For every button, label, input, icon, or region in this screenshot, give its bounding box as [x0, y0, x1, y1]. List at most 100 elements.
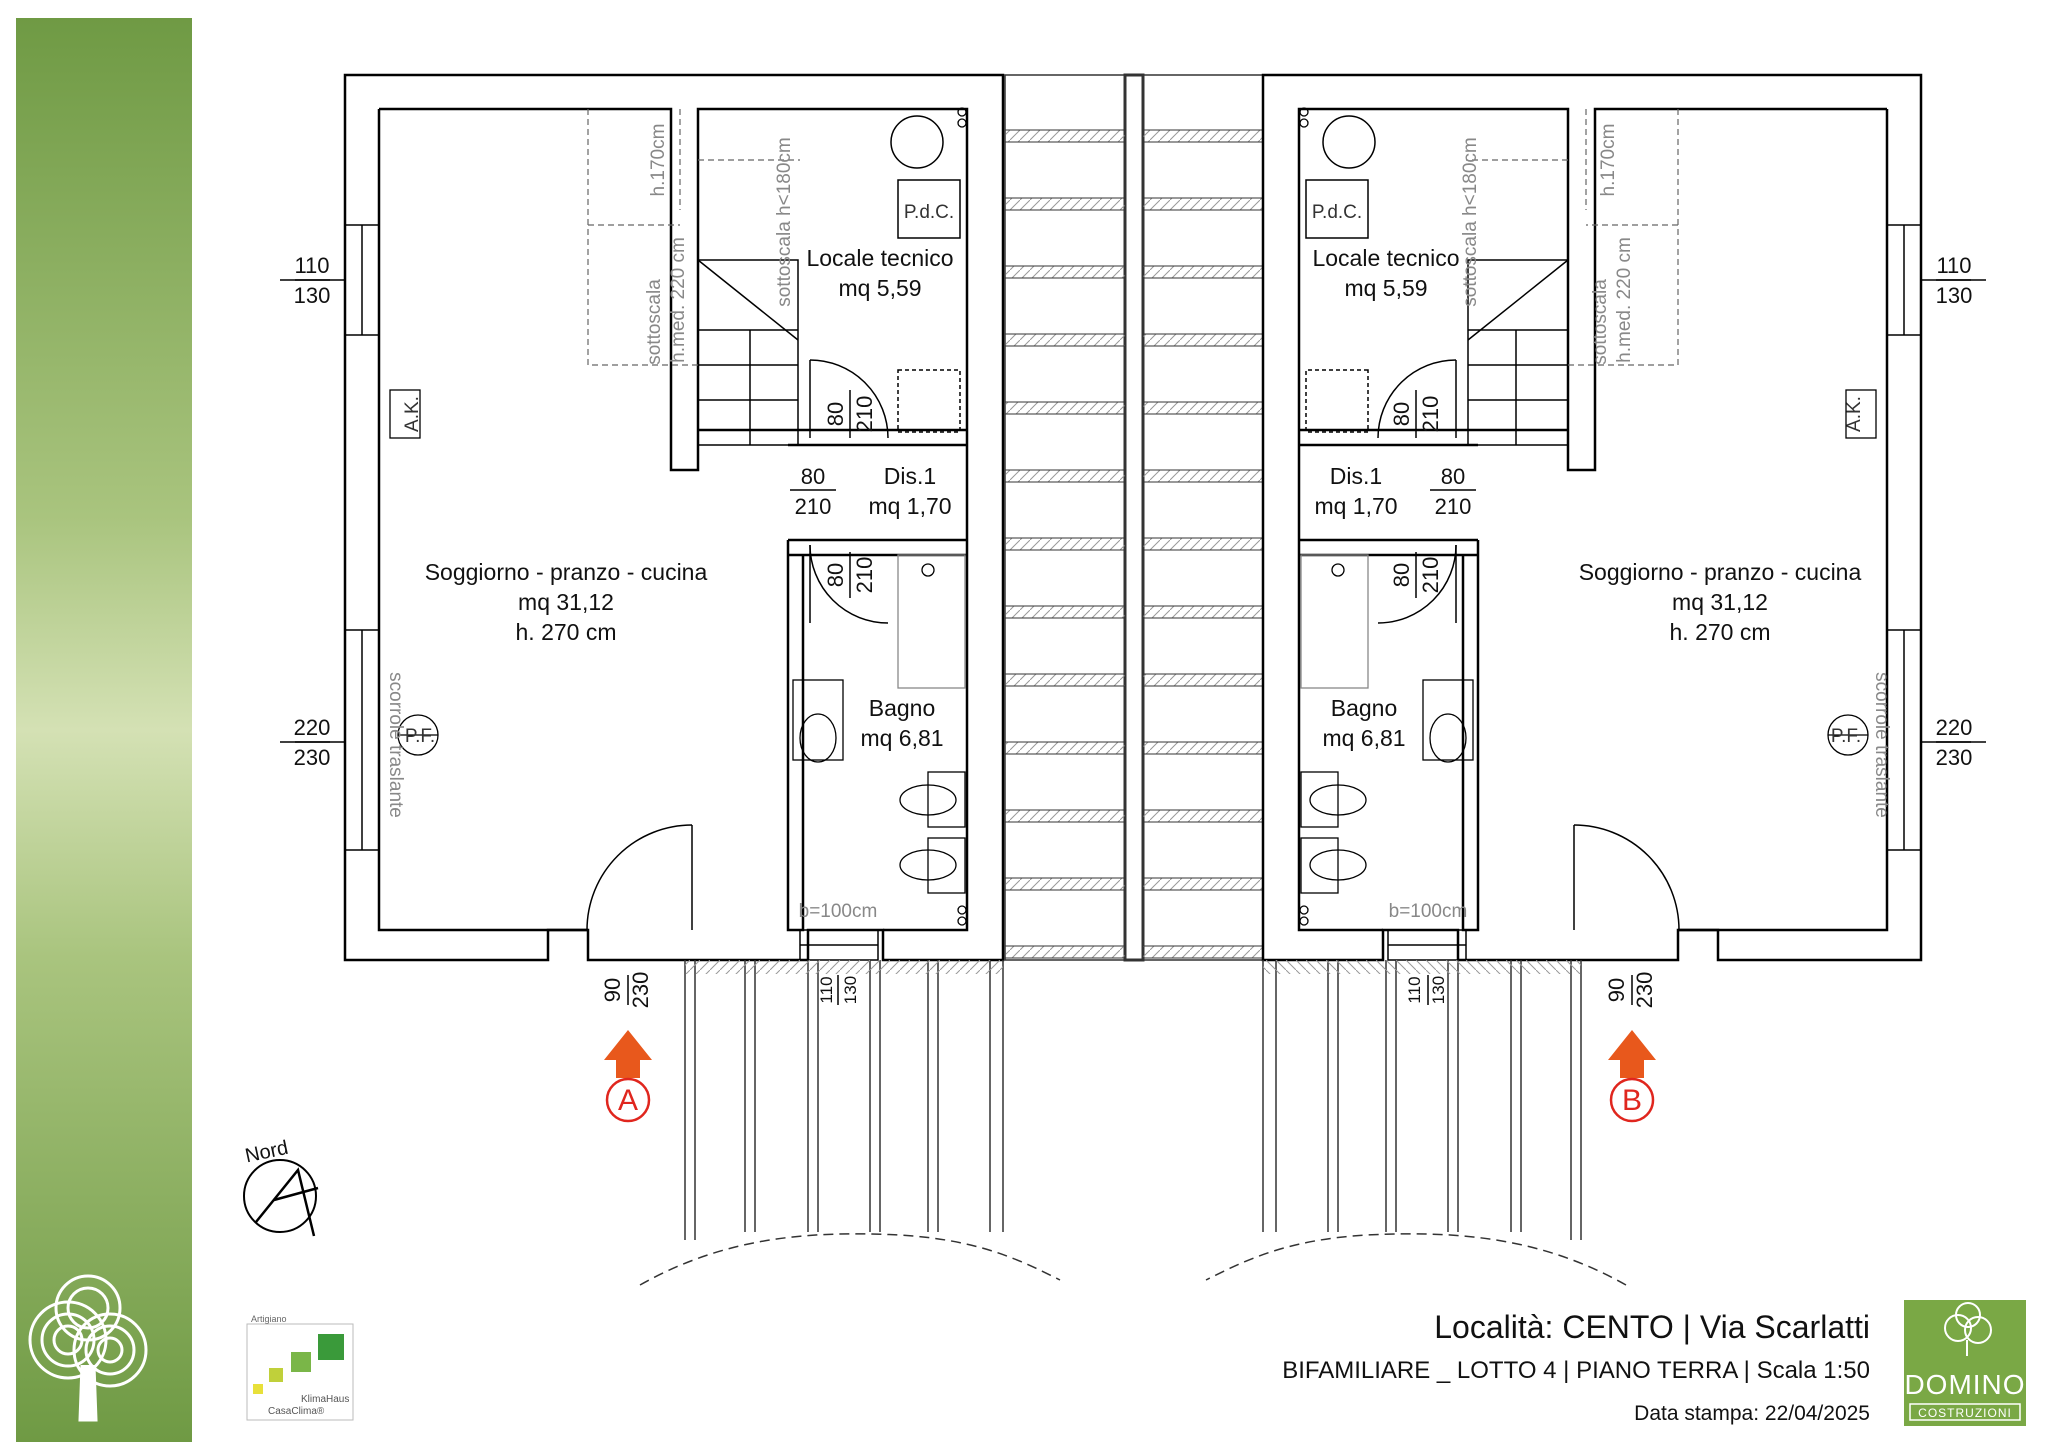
- pergola-slat: [1142, 333, 1264, 347]
- sottoscala-180-label: sottoscala h<180cm: [774, 137, 795, 307]
- bath-window-h: 130: [841, 976, 860, 1004]
- entrance-b: B: [1608, 1030, 1656, 1123]
- bath-window-h: 130: [1429, 976, 1448, 1004]
- room-area-dis: mq 1,70: [868, 493, 951, 519]
- pergola-slat: [1142, 741, 1264, 755]
- room-area-bagno: mq 6,81: [1322, 725, 1405, 751]
- domino-tree-icon: [1944, 1302, 1992, 1356]
- north-label: Nord: [243, 1137, 290, 1168]
- entry-h: 230: [1632, 972, 1657, 1009]
- pergola-slat: [1004, 129, 1126, 143]
- pergola-slat: [1004, 469, 1126, 483]
- entrance-a: A: [604, 1030, 652, 1123]
- pergola-slat: [1004, 537, 1126, 551]
- pergola-slat: [1142, 469, 1264, 483]
- bath-window-w: 110: [1405, 976, 1424, 1003]
- pergola-slat: [1004, 673, 1126, 687]
- sottoscala-height-label: h.med. 220 cm: [1614, 237, 1635, 363]
- pergola-slats: [1004, 129, 1264, 959]
- compass-icon: [243, 1159, 317, 1233]
- tree-logo-icon: [28, 1274, 148, 1422]
- window-top-h: 130: [294, 283, 331, 308]
- unit-left: [280, 73, 1061, 1286]
- pergola-slat: [1004, 401, 1126, 415]
- window-bottom-w: 220: [294, 715, 331, 740]
- klimahaus-logo: Artigiano KlimaHaus CasaClima®: [246, 1314, 354, 1421]
- pergola-slat: [1004, 265, 1126, 279]
- entry-w: 90: [600, 978, 625, 1002]
- room-name-soggiorno: Soggiorno - pranzo - cucina: [1579, 559, 1862, 585]
- tech-door-h: 210: [852, 396, 877, 433]
- room-name-locale-tecnico: Locale tecnico: [806, 245, 953, 271]
- tech-door-w: 80: [1389, 402, 1414, 426]
- marker-circle-icon: [605, 1077, 651, 1123]
- pdc-label: P.d.C.: [1312, 202, 1362, 223]
- pergola-slat: [1142, 537, 1264, 551]
- room-name-soggiorno: Soggiorno - pranzo - cucina: [425, 559, 708, 585]
- marker-circle-icon: [1609, 1077, 1655, 1123]
- dimension-lines: [295, 279, 1971, 1005]
- room-area-soggiorno: mq 31,12: [1672, 589, 1768, 615]
- pergola-slat: [1004, 877, 1126, 891]
- ak-label: A.K.: [402, 396, 423, 432]
- room-name-bagno: Bagno: [869, 695, 936, 721]
- pergola-slat: [1004, 945, 1126, 959]
- labels-left: Locale tecnico mq 5,59 Dis.1 mq 1,70 Sog…: [294, 124, 955, 1009]
- domino-label: DOMINO: [1904, 1369, 2025, 1400]
- room-area-soggiorno: mq 31,12: [518, 589, 614, 615]
- room-name-dis: Dis.1: [884, 463, 936, 489]
- pergola-slat: [1142, 605, 1264, 619]
- entrance-letter: A: [618, 1084, 638, 1117]
- room-height-soggiorno: h. 270 cm: [516, 619, 617, 645]
- pf-label: P.F.: [405, 726, 435, 747]
- bath-door-w: 80: [1389, 563, 1414, 587]
- pergola-slat: [1142, 129, 1264, 143]
- room-height-soggiorno: h. 270 cm: [1670, 619, 1771, 645]
- pdc-label: P.d.C.: [904, 202, 954, 223]
- pergola-slat: [1004, 605, 1126, 619]
- bath-door-w: 80: [823, 563, 848, 587]
- pergola-slat: [1142, 877, 1264, 891]
- room-area-locale-tecnico: mq 5,59: [838, 275, 921, 301]
- room-name-bagno: Bagno: [1331, 695, 1398, 721]
- dis-door-w: 80: [1441, 464, 1465, 489]
- pergola-slat: [1004, 197, 1126, 211]
- ak-label: A.K.: [1844, 396, 1865, 432]
- room-area-locale-tecnico: mq 5,59: [1344, 275, 1427, 301]
- entry-h: 230: [628, 972, 653, 1009]
- scorrevole-label: scorrole traslante: [1871, 672, 1892, 818]
- sottoscala-label: sottoscala: [1590, 279, 1611, 365]
- window-top-w: 110: [294, 253, 329, 278]
- pergola-slat: [1142, 401, 1264, 415]
- pergola-slat: [1142, 673, 1264, 687]
- bath-window-w: 110: [817, 976, 836, 1003]
- scorrevole-label: scorrole traslante: [385, 672, 406, 818]
- shower-width-label: b=100cm: [799, 901, 878, 922]
- location-title: Località: CENTO | Via Scarlatti: [1434, 1309, 1870, 1345]
- pergola-slat: [1142, 197, 1264, 211]
- pergola-slat: [1004, 741, 1126, 755]
- costruzioni-label: COSTRUZIONI: [1918, 1406, 2012, 1420]
- arrow-up-icon: [604, 1030, 652, 1078]
- green-sidebar: [16, 18, 192, 1442]
- shower-width-label: b=100cm: [1389, 901, 1468, 922]
- pergola-slat: [1142, 809, 1264, 823]
- room-name-dis: Dis.1: [1330, 463, 1382, 489]
- pergola-slat: [1142, 265, 1264, 279]
- pergola-slat: [1004, 333, 1126, 347]
- room-name-locale-tecnico: Locale tecnico: [1312, 245, 1459, 271]
- dis-door-h: 210: [795, 494, 832, 519]
- unit-right: [1205, 73, 1986, 1286]
- sottoscala-180-label: sottoscala h<180cm: [1460, 137, 1481, 307]
- room-area-bagno: mq 6,81: [860, 725, 943, 751]
- north-arrow: Nord: [243, 1137, 319, 1237]
- window-top-h: 130: [1936, 283, 1973, 308]
- entry-w: 90: [1604, 978, 1629, 1002]
- pf-label: P.F.: [1831, 726, 1861, 747]
- central-pergola: [1004, 73, 1264, 962]
- window-top-w: 110: [1936, 253, 1971, 278]
- entrance-letter: B: [1622, 1084, 1642, 1117]
- window-bottom-h: 230: [294, 745, 331, 770]
